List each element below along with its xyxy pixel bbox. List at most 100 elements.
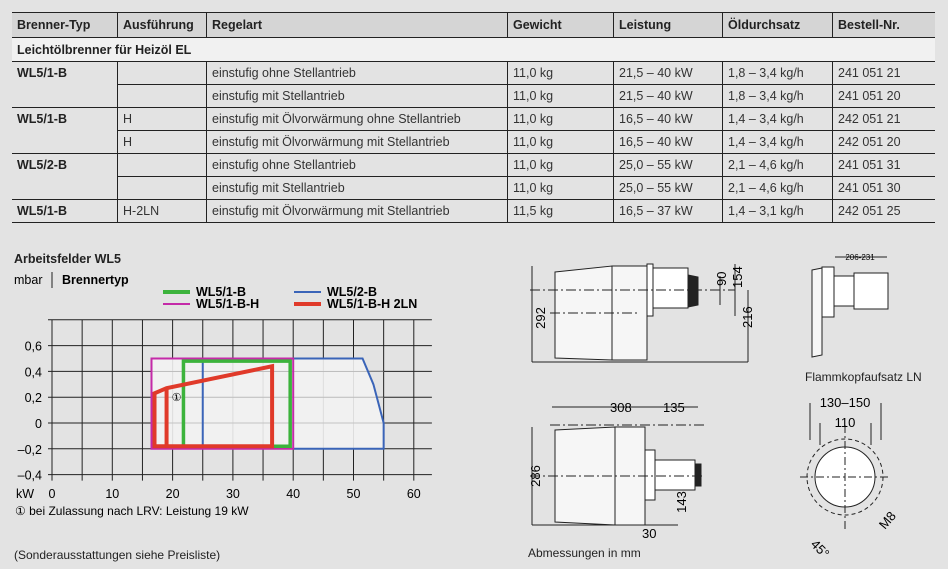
table-cell: H-2LN bbox=[117, 199, 207, 223]
table-cell bbox=[12, 85, 118, 108]
thread-m8: M8 bbox=[876, 508, 899, 531]
legend-label: WL5/2-B bbox=[327, 285, 377, 299]
table-cell: 11,5 kg bbox=[507, 199, 614, 223]
flange-drawing bbox=[800, 403, 890, 532]
angle-45: 45° bbox=[808, 537, 833, 562]
dimensions-caption: Abmessungen in mm bbox=[528, 546, 641, 560]
special-equipment-note: (Sonderausstattungen siehe Preisliste) bbox=[14, 548, 221, 562]
table-cell: WL5/1-B bbox=[12, 61, 118, 85]
table-cell: 242 051 20 bbox=[832, 130, 935, 154]
table-cell: 1,4 – 3,4 kg/h bbox=[722, 107, 833, 131]
table-cell: WL5/1-B bbox=[12, 199, 118, 223]
dim-110: 110 bbox=[835, 415, 856, 430]
legend-label: WL5/1-B-H bbox=[196, 297, 259, 311]
x-tick-label: 20 bbox=[166, 487, 180, 501]
col-header: Leistung bbox=[613, 12, 723, 38]
table-cell: 25,0 – 55 kW bbox=[613, 176, 723, 200]
dim-143: 143 bbox=[674, 491, 689, 513]
x-tick-label: 60 bbox=[407, 487, 421, 501]
table-cell: einstufig mit Stellantrieb bbox=[206, 176, 508, 200]
table-cell: 2,1 – 4,6 kg/h bbox=[722, 153, 833, 177]
col-header: Ausführung bbox=[117, 12, 207, 38]
table-cell: einstufig mit Stellantrieb bbox=[206, 84, 508, 108]
legend-label: WL5/1-B bbox=[196, 285, 246, 299]
x-tick-label: 50 bbox=[347, 487, 361, 501]
table-cell: WL5/2-B bbox=[12, 153, 118, 177]
dim-90: 90 bbox=[714, 272, 729, 286]
table-cell: 11,0 kg bbox=[507, 130, 614, 154]
table-cell: 11,0 kg bbox=[507, 84, 614, 108]
table-cell: einstufig ohne Stellantrieb bbox=[206, 153, 508, 177]
table-cell bbox=[117, 61, 207, 85]
table-cell: 242 051 21 bbox=[832, 107, 935, 131]
section-title: Leichtölbrenner für Heizöl EL bbox=[12, 37, 935, 62]
table-header: Brenner-Typ Ausführung Regelart Gewicht … bbox=[12, 12, 935, 38]
table-cell: 11,0 kg bbox=[507, 176, 614, 200]
table-cell: 16,5 – 37 kW bbox=[613, 199, 723, 223]
dim-216: 216 bbox=[740, 306, 755, 328]
table-cell: 11,0 kg bbox=[507, 107, 614, 131]
col-header: Regelart bbox=[206, 12, 508, 38]
table-cell: 16,5 – 40 kW bbox=[613, 107, 723, 131]
table-cell: einstufig mit Ölvorwärmung mit Stellantr… bbox=[206, 130, 508, 154]
table-cell: 21,5 – 40 kW bbox=[613, 61, 723, 85]
dim-292: 292 bbox=[533, 307, 548, 329]
working-field-area bbox=[151, 358, 384, 449]
chart-title: Arbeitsfelder WL5 bbox=[14, 252, 121, 266]
y-tick-label: 0,2 bbox=[25, 391, 42, 405]
section-row: Leichtölbrenner für Heizöl EL bbox=[12, 37, 935, 62]
top-view-drawing bbox=[530, 406, 705, 526]
y-tick-label: 0,4 bbox=[25, 365, 42, 379]
legend-title: Brennertyp bbox=[62, 273, 129, 287]
table-cell bbox=[12, 177, 118, 200]
side-view-drawing bbox=[530, 263, 749, 363]
table-cell: 241 051 30 bbox=[832, 176, 935, 200]
table-cell: 241 051 20 bbox=[832, 84, 935, 108]
series-wl5-1-b-h-2ln bbox=[152, 363, 275, 449]
dimension-drawings: 292 90 154 216 308 135 286 143 30 206-23… bbox=[528, 253, 899, 562]
col-header: Öldurchsatz bbox=[722, 12, 833, 38]
table-cell: 1,4 – 3,4 kg/h bbox=[722, 130, 833, 154]
col-header: Bestell-Nr. bbox=[832, 12, 935, 38]
table-cell: 2,1 – 4,6 kg/h bbox=[722, 176, 833, 200]
table-cell: 241 051 31 bbox=[832, 153, 935, 177]
table-cell bbox=[117, 176, 207, 200]
dim-308: 308 bbox=[610, 400, 632, 415]
y-tick-label: 0 bbox=[35, 417, 42, 431]
table-cell: 242 051 25 bbox=[832, 199, 935, 223]
x-tick-label: 30 bbox=[226, 487, 240, 501]
table-cell: WL5/1-B bbox=[12, 107, 118, 131]
x-tick-label: 40 bbox=[286, 487, 300, 501]
col-header: Brenner-Typ bbox=[12, 12, 118, 38]
table-cell: einstufig mit Ölvorwärmung mit Stellantr… bbox=[206, 199, 508, 223]
table-cell: 25,0 – 55 kW bbox=[613, 153, 723, 177]
ln-caption: Flammkopfaufsatz LN bbox=[805, 370, 922, 384]
col-header: Gewicht bbox=[507, 12, 614, 38]
table-cell: einstufig mit Ölvorwärmung ohne Stellant… bbox=[206, 107, 508, 131]
table-cell: 1,4 – 3,1 kg/h bbox=[722, 199, 833, 223]
x-axis-label: kW bbox=[16, 487, 34, 501]
dim-130-150: 130–150 bbox=[820, 395, 871, 410]
table-cell bbox=[117, 153, 207, 177]
table-cell: 1,8 – 3,4 kg/h bbox=[722, 84, 833, 108]
legend-label: WL5/1-B-H 2LN bbox=[327, 297, 417, 311]
table-cell bbox=[117, 84, 207, 108]
table-cell: H bbox=[117, 107, 207, 131]
table-cell: einstufig ohne Stellantrieb bbox=[206, 61, 508, 85]
y-tick-label: –0,4 bbox=[18, 469, 42, 483]
table-cell: 241 051 21 bbox=[832, 61, 935, 85]
series-wl5-1-b-h bbox=[150, 357, 295, 450]
chart-footnote: ① bei Zulassung nach LRV: Leistung 19 kW bbox=[15, 504, 249, 518]
table-cell: 21,5 – 40 kW bbox=[613, 84, 723, 108]
table-cell: 1,8 – 3,4 kg/h bbox=[722, 61, 833, 85]
y-tick-label: –0,2 bbox=[18, 443, 42, 457]
table-cell: 11,0 kg bbox=[507, 153, 614, 177]
